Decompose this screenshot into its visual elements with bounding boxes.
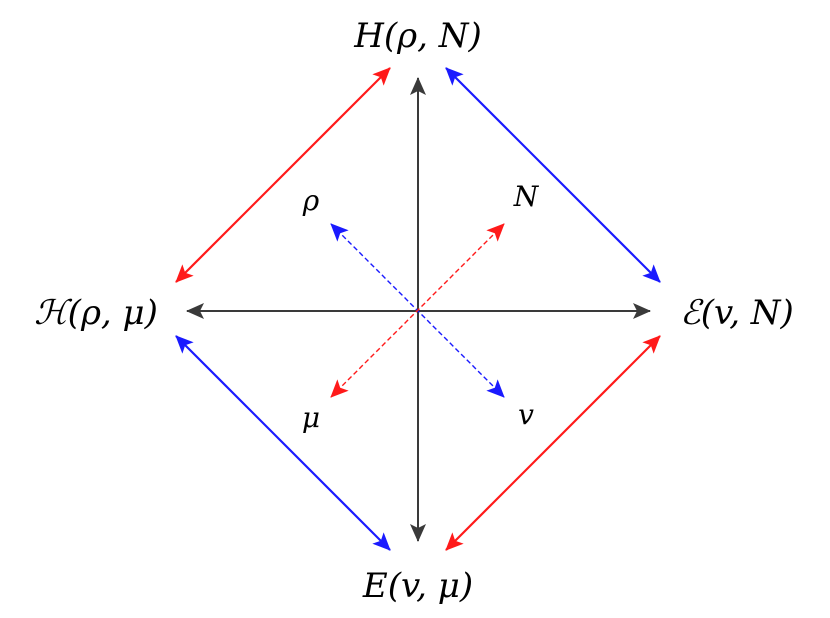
node-label-left: ℋ(ρ, μ): [34, 293, 158, 333]
node-label-top: H(ρ, N): [353, 16, 482, 56]
dashed-axis-mu-N: [330, 223, 505, 398]
node-label-bottom: E(v, μ): [362, 566, 473, 606]
variable-label-v: v: [518, 398, 534, 431]
variable-label-rho: ρ: [302, 184, 320, 217]
variable-label-mu: μ: [302, 401, 320, 434]
edge-bottom-right-red: [445, 335, 661, 551]
node-label-right: ℰ(v, N): [680, 293, 794, 333]
edge-top-right-blue: [445, 67, 661, 283]
edge-left-bottom-blue: [175, 335, 391, 551]
edge-left-top-red: [175, 67, 391, 283]
variable-label-N: N: [513, 180, 540, 213]
